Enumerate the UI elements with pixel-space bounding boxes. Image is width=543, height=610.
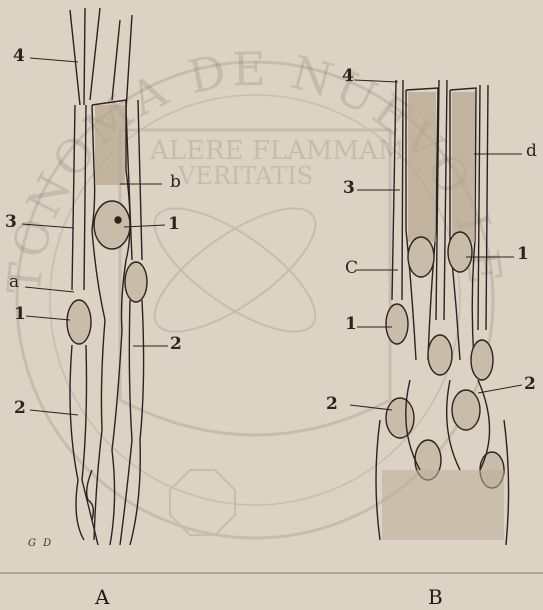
illustrator-signature: G D (28, 538, 53, 549)
panel-b-label-1: 1 (345, 316, 357, 333)
panel-a-caption: A (95, 585, 109, 609)
panel-b-label-3: 3 (343, 180, 355, 197)
panel-b-label-2: 2 (326, 396, 338, 413)
panel-a-label-2: 2 (14, 400, 26, 417)
panel-b-label-2-right: 2 (524, 376, 536, 393)
panel-a-label-1-right: 1 (168, 216, 180, 233)
panel-b-label-4: 4 (342, 68, 354, 85)
panel-a-label-3: 3 (5, 214, 17, 231)
panel-a-label-a: a (9, 274, 19, 291)
panel-a-label-1: 1 (14, 306, 26, 323)
panel-a-label-4: 4 (13, 48, 25, 65)
panel-b-label-c: C (345, 260, 358, 277)
seal-motto-line2: VERITATIS (178, 162, 313, 190)
panel-a-label-b: b (170, 174, 181, 191)
panel-a-label-2-right: 2 (170, 336, 182, 353)
panel-b-label-d: d (526, 143, 537, 160)
panel-b-label-1-right: 1 (517, 246, 529, 263)
panel-b-caption: B (428, 585, 443, 609)
